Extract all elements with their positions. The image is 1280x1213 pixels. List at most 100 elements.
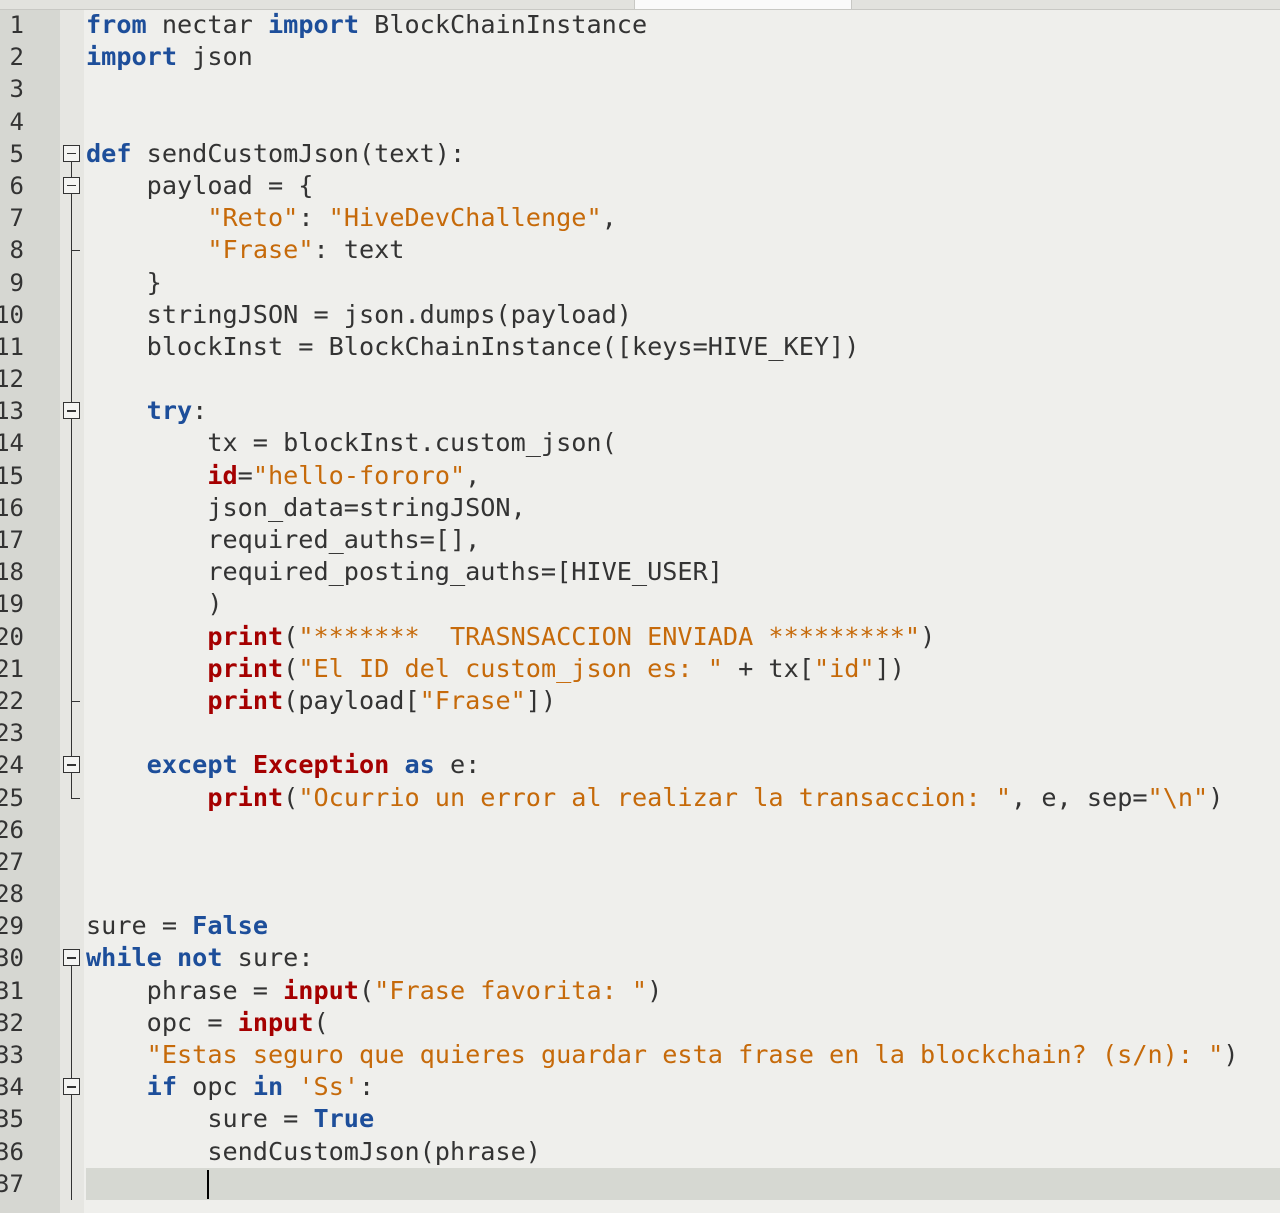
fold-marker[interactable] <box>60 1071 84 1104</box>
code-line[interactable]: 33 "Estas seguro que quieres guardar est… <box>0 1039 1280 1072</box>
code-content[interactable]: blockInst = BlockChainInstance([keys=HIV… <box>86 331 1280 363</box>
code-line[interactable]: 13 try: <box>0 395 1280 428</box>
code-content[interactable]: print("******* TRASNSACCION ENVIADA ****… <box>86 621 1280 653</box>
builtin-token: print <box>207 621 284 651</box>
tab-active-file[interactable] <box>634 0 852 9</box>
fold-collapse-icon[interactable] <box>63 949 80 967</box>
code-line[interactable]: 34 if opc in 'Ss': <box>0 1071 1280 1104</box>
code-content[interactable] <box>86 363 1280 395</box>
code-content[interactable]: } <box>86 267 1280 299</box>
code-line[interactable]: 20 print("******* TRASNSACCION ENVIADA *… <box>0 620 1280 653</box>
code-line[interactable]: 14 tx = blockInst.custom_json( <box>0 427 1280 460</box>
code-content[interactable]: tx = blockInst.custom_json( <box>86 427 1280 459</box>
code-content[interactable] <box>86 73 1280 105</box>
code-content[interactable]: phrase = input("Frase favorita: ") <box>86 975 1280 1007</box>
fold-collapse-icon[interactable] <box>63 402 80 420</box>
code-line[interactable]: 11 blockInst = BlockChainInstance([keys=… <box>0 330 1280 364</box>
code-text: ]) <box>525 685 557 715</box>
code-content[interactable]: while not sure: <box>86 942 1280 974</box>
line-number: 11 <box>0 332 24 361</box>
code-content[interactable]: def sendCustomJson(text): <box>86 138 1280 170</box>
code-content[interactable]: from nectar import BlockChainInstance <box>86 9 1280 41</box>
code-content[interactable] <box>86 814 1280 846</box>
code-line[interactable]: 22 print(payload["Frase"]) <box>0 684 1280 718</box>
code-line[interactable]: 19 ) <box>0 588 1280 621</box>
fold-marker <box>60 1039 84 1072</box>
code-line[interactable]: 3 <box>0 73 1280 105</box>
code-content[interactable]: except Exception as e: <box>86 749 1280 781</box>
code-content[interactable]: stringJSON = json.dumps(payload) <box>86 299 1280 331</box>
code-line[interactable]: 6 payload = { <box>0 169 1280 203</box>
code-text: required_posting_auths=[HIVE_USER] <box>86 557 723 587</box>
code-line[interactable]: 8 "Frase": text <box>0 234 1280 267</box>
code-content[interactable]: sendCustomJson(phrase) <box>86 1136 1280 1168</box>
fold-collapse-icon[interactable] <box>63 1078 80 1096</box>
code-line[interactable]: 21 print("El ID del custom_json es: " + … <box>0 652 1280 685</box>
code-line[interactable]: 28 <box>0 878 1280 910</box>
code-content[interactable] <box>86 846 1280 878</box>
code-line[interactable]: 36 sendCustomJson(phrase) <box>0 1135 1280 1168</box>
code-content[interactable]: required_posting_auths=[HIVE_USER] <box>86 556 1280 588</box>
code-line[interactable]: 35 sure = True <box>0 1103 1280 1136</box>
code-content[interactable]: if opc in 'Ss': <box>86 1071 1280 1103</box>
code-line[interactable]: 31 phrase = input("Frase favorita: ") <box>0 974 1280 1007</box>
code-content[interactable]: sure = False <box>86 910 1280 942</box>
code-line[interactable]: 7 "Reto": "HiveDevChallenge", <box>0 202 1280 235</box>
fold-marker[interactable] <box>60 395 84 428</box>
code-line[interactable]: 26 <box>0 814 1280 846</box>
fold-marker[interactable] <box>60 169 84 203</box>
fold-marker[interactable] <box>60 138 84 170</box>
code-content[interactable]: ) <box>86 588 1280 620</box>
code-content[interactable] <box>86 1167 1280 1200</box>
code-content[interactable]: "Estas seguro que quieres guardar esta f… <box>86 1039 1280 1071</box>
code-line[interactable]: 32 opc = input( <box>0 1006 1280 1039</box>
code-line[interactable]: 25 print("Ocurrio un error al realizar l… <box>0 781 1280 814</box>
fold-marker[interactable] <box>60 942 84 975</box>
code-content[interactable]: json_data=stringJSON, <box>86 492 1280 524</box>
code-content[interactable]: payload = { <box>86 170 1280 202</box>
code-content[interactable] <box>86 717 1280 749</box>
code-content[interactable]: id="hello-fororo", <box>86 460 1280 492</box>
code-line[interactable]: 27 <box>0 846 1280 878</box>
code-content[interactable]: "Frase": text <box>86 234 1280 266</box>
code-line[interactable]: 37 <box>0 1167 1280 1200</box>
code-content[interactable] <box>86 106 1280 138</box>
line-number: 28 <box>0 880 24 909</box>
code-line[interactable]: 16 json_data=stringJSON, <box>0 491 1280 524</box>
keyword-token: import <box>86 42 177 72</box>
code-content[interactable]: print("Ocurrio un error al realizar la t… <box>86 782 1280 814</box>
code-line[interactable]: 24 except Exception as e: <box>0 749 1280 782</box>
code-content[interactable]: try: <box>86 395 1280 427</box>
fold-margin[interactable] <box>60 10 84 1213</box>
code-line[interactable]: 15 id="hello-fororo", <box>0 459 1280 492</box>
code-line[interactable]: 9 } <box>0 266 1280 299</box>
fold-collapse-icon[interactable] <box>63 756 80 774</box>
code-content[interactable]: sure = True <box>86 1103 1280 1135</box>
code-content[interactable]: print(payload["Frase"]) <box>86 685 1280 717</box>
code-content[interactable]: "Reto": "HiveDevChallenge", <box>86 202 1280 234</box>
line-number: 20 <box>0 622 24 651</box>
code-line[interactable]: 23 <box>0 717 1280 750</box>
code-line[interactable]: 4 <box>0 106 1280 138</box>
fold-collapse-icon[interactable] <box>63 144 80 162</box>
code-content[interactable]: opc = input( <box>86 1007 1280 1039</box>
code-content[interactable]: print("El ID del custom_json es: " + tx[… <box>86 653 1280 685</box>
code-line[interactable]: 10 stringJSON = json.dumps(payload) <box>0 298 1280 331</box>
fold-marker <box>60 234 84 267</box>
fold-marker <box>60 1167 84 1200</box>
code-line[interactable]: 17 required_auths=[], <box>0 524 1280 557</box>
fold-marker[interactable] <box>60 749 84 782</box>
code-line[interactable]: 18 required_posting_auths=[HIVE_USER] <box>0 556 1280 589</box>
code-line[interactable]: 12 <box>0 363 1280 396</box>
code-content[interactable]: required_auths=[], <box>86 524 1280 556</box>
code-content[interactable]: import json <box>86 41 1280 73</box>
line-number: 22 <box>0 686 24 715</box>
fold-collapse-icon[interactable] <box>63 176 80 194</box>
code-content[interactable] <box>86 878 1280 910</box>
